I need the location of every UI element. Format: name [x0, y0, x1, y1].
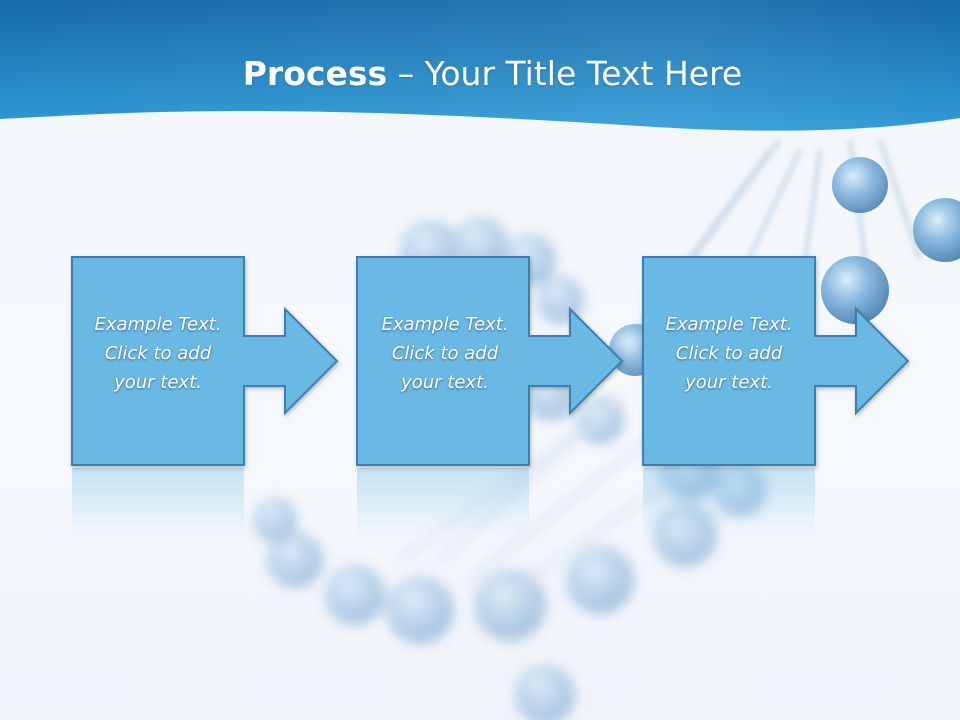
- step-3-text[interactable]: Example Text. Click to add your text.: [643, 310, 815, 397]
- step-3-line-3: your text.: [685, 372, 773, 393]
- step-2-text[interactable]: Example Text. Click to add your text.: [359, 310, 531, 397]
- step-1-arrow-shape: [71, 256, 339, 466]
- step-1-line-3: your text.: [114, 372, 202, 393]
- step-2-line-2: Click to add: [391, 343, 499, 364]
- step-2-line-3: your text.: [401, 372, 489, 393]
- step-3-line-2: Click to add: [675, 343, 783, 364]
- header-band: [0, 0, 960, 131]
- title-strong: Process: [242, 54, 388, 93]
- page-title[interactable]: Process – Your Title Text Here: [0, 52, 960, 96]
- process-step-1[interactable]: [71, 256, 339, 538]
- process-step-3[interactable]: [642, 256, 910, 538]
- process-step-2[interactable]: [356, 256, 624, 538]
- step-1-line-1: Example Text.: [94, 314, 222, 335]
- title-rest: – Your Title Text Here: [387, 54, 743, 93]
- step-3-arrow-shape: [642, 256, 910, 466]
- step-3-line-1: Example Text.: [665, 314, 793, 335]
- step-1-reflection: [72, 468, 244, 538]
- step-2-arrow-shape: [356, 256, 624, 466]
- step-1-text[interactable]: Example Text. Click to add your text.: [72, 310, 244, 397]
- step-2-reflection: [357, 468, 529, 538]
- step-3-reflection: [643, 468, 815, 538]
- step-2-line-1: Example Text.: [381, 314, 509, 335]
- step-1-line-2: Click to add: [104, 343, 212, 364]
